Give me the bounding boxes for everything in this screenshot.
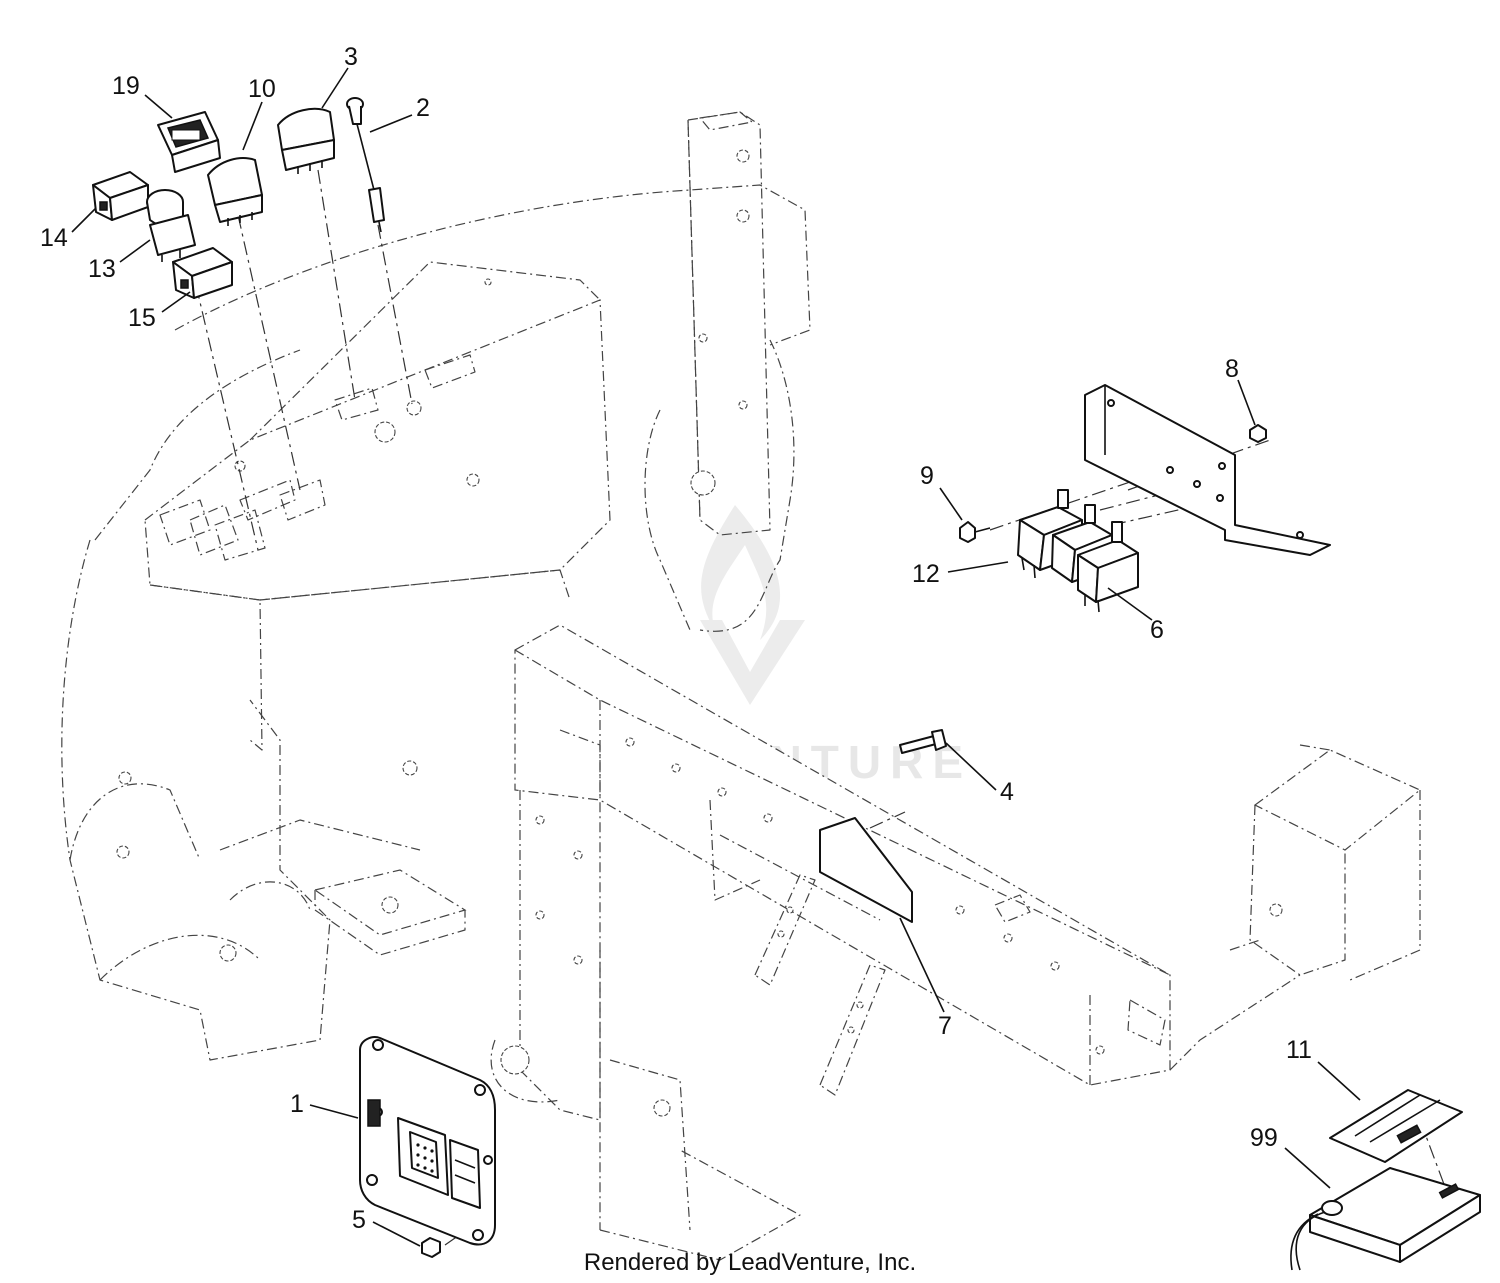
part-19-rocker-switch[interactable] — [157, 111, 221, 173]
callout-6: 6 — [1150, 616, 1164, 644]
part-5-nut[interactable] — [421, 1237, 441, 1258]
callout-7: 7 — [938, 1012, 952, 1040]
callout-12: 12 — [912, 560, 940, 588]
rendered-by-footer: Rendered by LeadVenture, Inc. — [584, 1249, 916, 1276]
callout-99: 99 — [1250, 1124, 1278, 1152]
callout-19: 19 — [112, 72, 140, 100]
part-7-decal[interactable] — [819, 817, 913, 923]
part-1-controller-module[interactable] — [359, 1036, 496, 1246]
part-11-decal[interactable] — [1329, 1089, 1463, 1163]
callout-10: 10 — [248, 75, 276, 103]
callout-15: 15 — [128, 304, 156, 332]
watermark-flame-logo — [700, 505, 805, 705]
leader-lines — [71, 67, 1361, 1247]
part-3-rocker-switch[interactable] — [277, 107, 335, 174]
callout-14: 14 — [40, 224, 68, 252]
callout-1: 1 — [290, 1090, 304, 1118]
part-6-relay[interactable] — [1077, 521, 1139, 613]
part-9-screw[interactable] — [959, 521, 991, 543]
callout-8: 8 — [1225, 355, 1239, 383]
part-10-rocker-switch[interactable] — [207, 157, 263, 226]
part-8-nut[interactable] — [1249, 424, 1267, 443]
callout-4: 4 — [1000, 778, 1014, 806]
part-4-bolt[interactable] — [899, 729, 947, 754]
part-13-push-button[interactable] — [146, 189, 196, 262]
part-14-switch[interactable] — [92, 171, 149, 221]
part-2-harness-lamp[interactable] — [346, 97, 385, 233]
callout-labels: 19 10 3 2 14 13 15 8 9 12 6 4 7 1 5 11 9… — [40, 43, 1312, 1234]
callout-3: 3 — [344, 43, 358, 71]
callout-9: 9 — [920, 462, 934, 490]
part-99-wired-pad[interactable] — [1290, 1167, 1481, 1271]
part-8-relay-bracket[interactable] — [1084, 384, 1331, 556]
callout-13: 13 — [88, 255, 116, 283]
callout-2: 2 — [416, 94, 430, 122]
callout-5: 5 — [352, 1206, 366, 1234]
part-15-switch[interactable] — [172, 247, 233, 299]
callout-11: 11 — [1286, 1036, 1312, 1064]
